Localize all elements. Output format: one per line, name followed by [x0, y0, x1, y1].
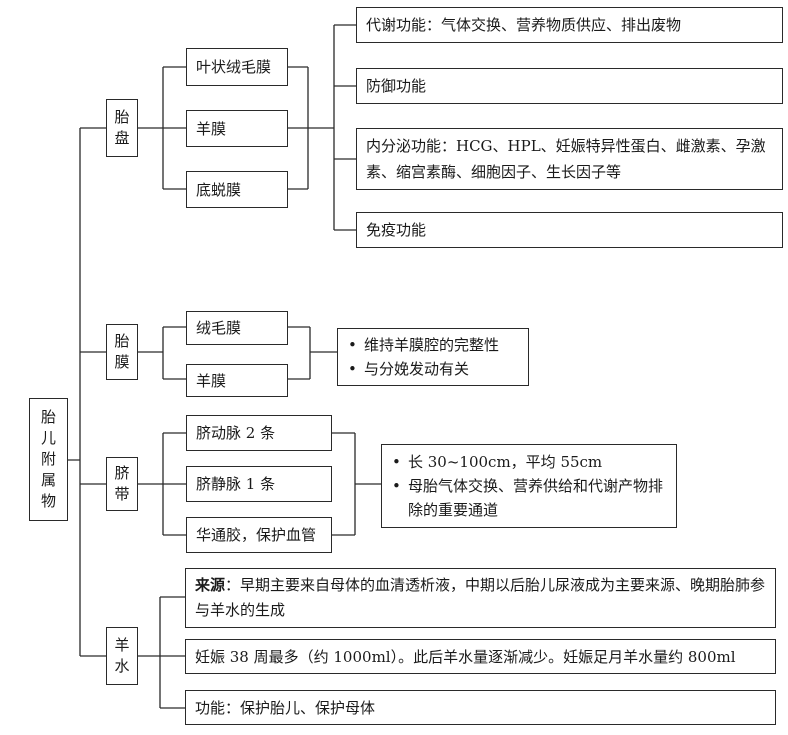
placenta-label: 胎盘: [114, 108, 130, 147]
cord-notes-box: 长 30~100cm，平均 55cm 母胎气体交换、营养供给和代谢产物排除的重要…: [381, 444, 677, 528]
membranes-functions-list: 维持羊膜腔的完整性 与分娩发动有关: [346, 333, 520, 381]
membranes-functions-box: 维持羊膜腔的完整性 与分娩发动有关: [337, 328, 529, 386]
placenta-box: 胎盘: [106, 99, 138, 157]
cord-notes-list: 长 30~100cm，平均 55cm 母胎气体交换、营养供给和代谢产物排除的重要…: [390, 450, 668, 522]
cord-part-wharton-jelly: 华通胶，保护血管: [186, 517, 332, 553]
cord-part-vein: 脐静脉 1 条: [186, 466, 332, 502]
membranes-box: 胎膜: [106, 324, 138, 380]
placenta-layer-decidua-basalis: 底蜕膜: [186, 171, 288, 208]
fluid-label: 羊水: [114, 636, 130, 675]
list-item: 母胎气体交换、营养供给和代谢产物排除的重要通道: [390, 474, 668, 522]
fluid-function-box: 功能：保护胎儿、保护母体: [185, 690, 776, 725]
placenta-function-immune: 免疫功能: [356, 212, 783, 248]
cord-label: 脐带: [114, 464, 130, 503]
membranes-layer-chorion: 绒毛膜: [186, 311, 288, 345]
placenta-layer-amnion: 羊膜: [186, 110, 288, 147]
fluid-volume-box: 妊娠 38 周最多（约 1000ml）。此后羊水量逐渐减少。妊娠足月羊水量约 8…: [185, 639, 776, 674]
cord-box: 脐带: [106, 457, 138, 511]
placenta-function-defense: 防御功能: [356, 68, 783, 104]
root-box: 胎儿附属物: [29, 398, 68, 521]
list-item: 与分娩发动有关: [346, 357, 520, 381]
fluid-source-label: 来源: [195, 576, 226, 594]
placenta-layer-chorion-frondosum: 叶状绒毛膜: [186, 48, 288, 86]
placenta-function-endocrine: 内分泌功能：HCG、HPL、妊娠特异性蛋白、雌激素、孕激素、缩宫素酶、细胞因子、…: [356, 128, 783, 190]
membranes-label: 胎膜: [114, 332, 130, 371]
fluid-source-text: ：早期主要来自母体的血清透析液，中期以后胎儿尿液成为主要来源、晚期胎肺参与羊水的…: [195, 576, 766, 619]
fluid-box: 羊水: [106, 627, 138, 685]
fluid-source-box: 来源：早期主要来自母体的血清透析液，中期以后胎儿尿液成为主要来源、晚期胎肺参与羊…: [185, 568, 776, 628]
list-item: 长 30~100cm，平均 55cm: [390, 450, 668, 474]
root-label: 胎儿附属物: [40, 408, 56, 510]
cord-part-arteries: 脐动脉 2 条: [186, 415, 332, 451]
placenta-function-metabolic: 代谢功能：气体交换、营养物质供应、排出废物: [356, 7, 783, 43]
membranes-layer-amnion: 羊膜: [186, 364, 288, 397]
list-item: 维持羊膜腔的完整性: [346, 333, 520, 357]
